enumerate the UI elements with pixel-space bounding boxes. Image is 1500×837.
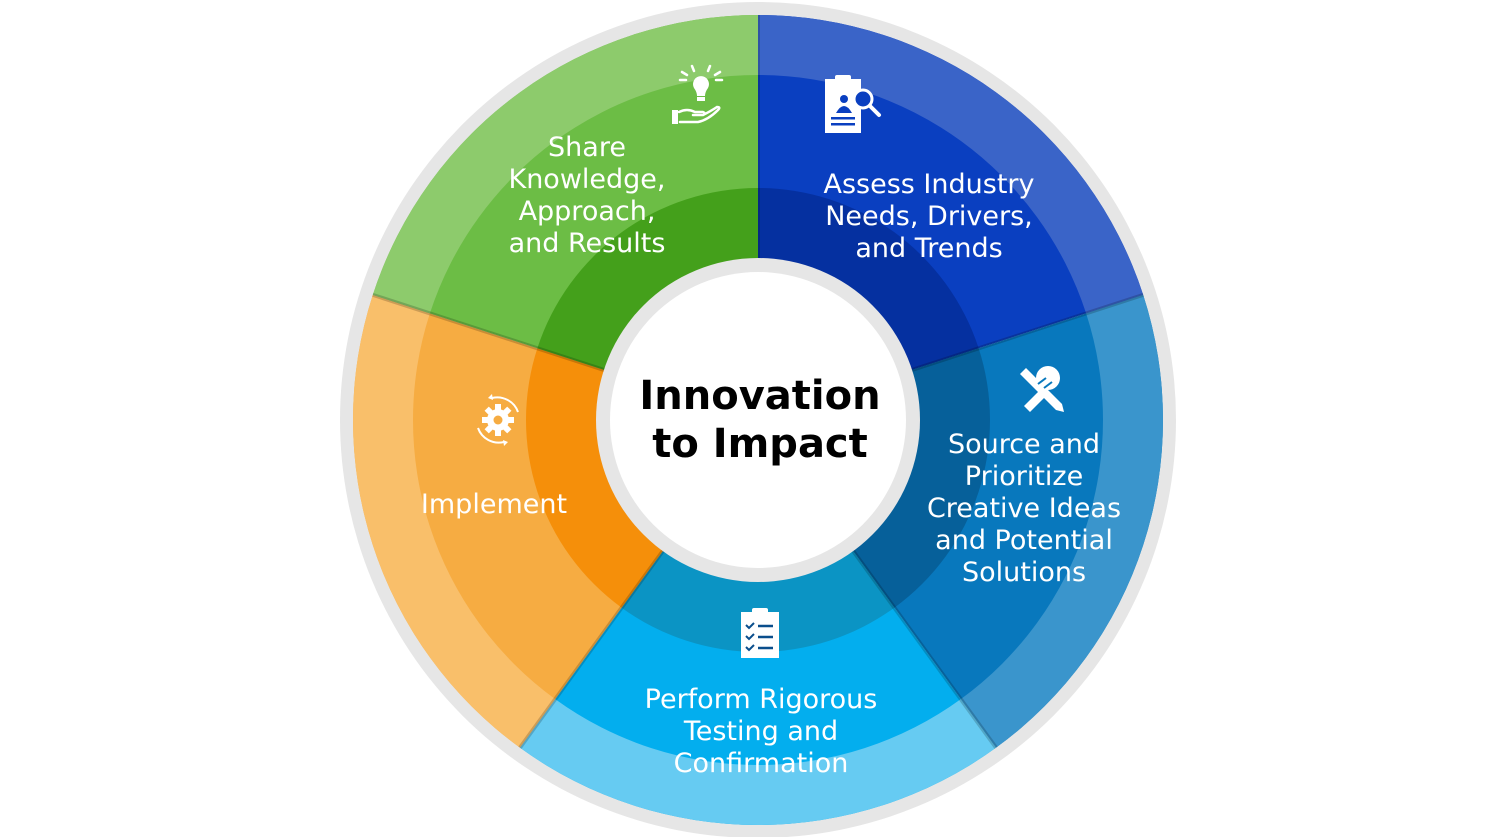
clipboard-search-person-icon [825,75,881,133]
center-title-line1: Innovation [639,373,880,419]
segments-group [353,15,1163,825]
segment-divider [909,292,1144,373]
segment-label-line: Share [548,132,626,163]
segment-assess-outer-band [758,15,1144,314]
segment-label-line: Creative Ideas [927,493,1121,524]
segment-label-line: and Potential [935,525,1113,556]
segment-label-line: Knowledge, [508,164,665,195]
segment-divider [850,548,998,749]
segment-source [852,292,1163,748]
segment-label-line: Source and [948,429,1100,460]
center-circle [610,272,906,568]
segment-label-line: Confirmation [674,748,849,779]
segment-label-line: Solutions [962,557,1086,588]
segment-source-inner-band [852,348,991,608]
segment-label-line: Approach, [519,196,656,227]
segment-divider [372,292,607,373]
segment-perform [519,548,998,825]
segment-label-line: Assess Industry [824,169,1035,200]
segment-share-inner-band [537,188,758,371]
segment-label-line: Needs, Drivers, [825,201,1033,232]
segment-label-line: and Trends [855,233,1002,264]
segment-implement-outer-band [353,294,556,748]
segment-assess-inner-band [758,188,979,371]
hand-lightbulb-icon [672,64,724,124]
segment-label-implement: Implement [421,489,567,520]
segment-implement-inner-band [525,348,664,608]
segment-label-line: Prioritize [965,461,1083,492]
segment-label-line: Testing and [683,716,838,747]
segment-label-line: Implement [421,489,567,520]
segment-share [372,15,758,373]
segment-source-outer-band [960,294,1163,748]
segment-perform-outer-band [519,699,997,825]
checklist-clipboard-icon [741,608,779,658]
center-title-line2: to Impact [652,421,868,467]
segment-label-line: Perform Rigorous [645,684,878,715]
segment-perform-inner-band [621,549,895,652]
pencil-lightbulb-icon [1020,366,1064,412]
segment-share-outer-band [372,15,758,314]
segment-implement [353,294,666,749]
gear-cycle-icon [477,394,519,446]
segment-label-line: and Results [509,228,666,259]
segment-divider [518,548,666,749]
